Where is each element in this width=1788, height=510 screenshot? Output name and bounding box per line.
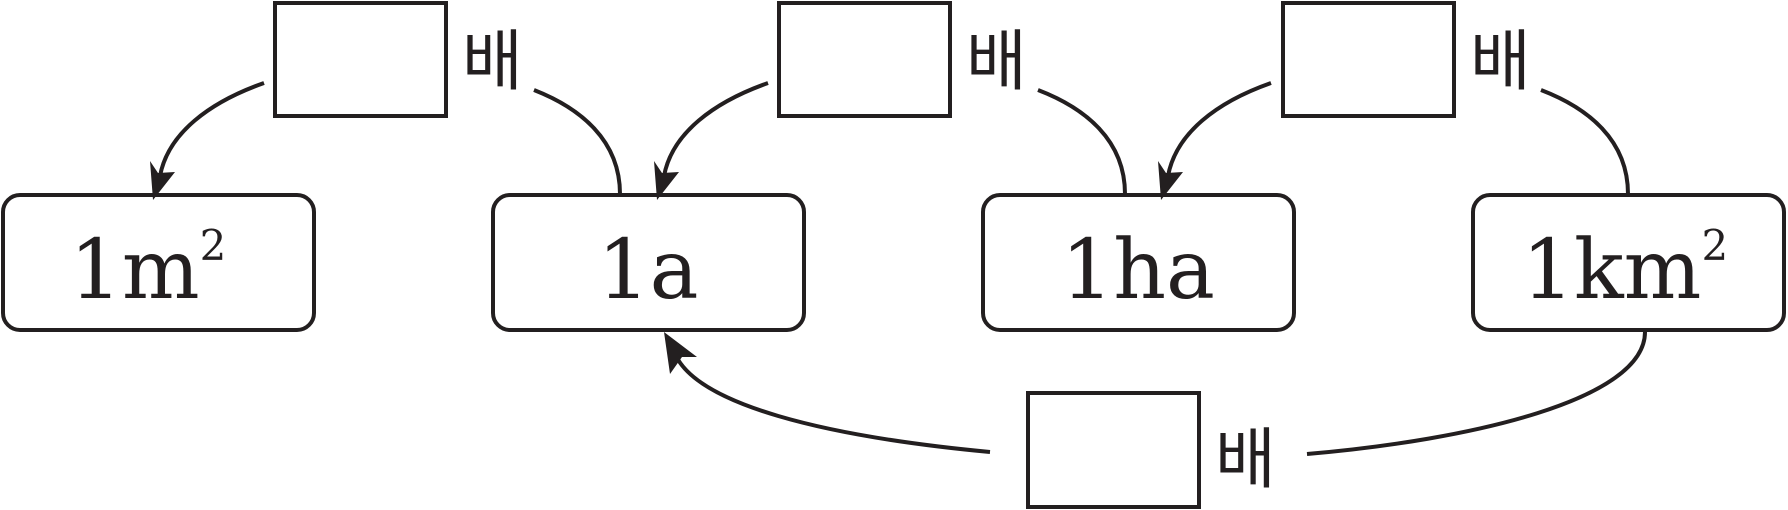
arc-a-to-m2-in: [158, 81, 265, 177]
unit-base-a: 1a: [597, 223, 698, 318]
unit-box-a: 1a: [491, 193, 806, 332]
unit-box-ha: 1ha: [981, 193, 1296, 332]
arc-km2-to-a-out: [1306, 331, 1647, 456]
unit-label-km2: 1km2: [1522, 221, 1728, 318]
unit-label-a: 1a: [597, 223, 698, 318]
blank-group-3: 배: [1281, 1, 1531, 118]
times-label-2: 배: [966, 23, 1027, 100]
arc-km2-to-a-in: [674, 355, 991, 454]
unit-base-ha: 1ha: [1061, 223, 1215, 318]
unit-box-m2: 1m2: [1, 193, 316, 332]
arc-a-to-m2-out: [533, 88, 622, 195]
answer-box-4[interactable]: [1026, 391, 1201, 509]
unit-sup-km2: 2: [1701, 221, 1728, 270]
times-label-3: 배: [1470, 23, 1531, 100]
arc-ha-to-a-in: [662, 81, 769, 177]
times-label-4: 배: [1215, 421, 1276, 498]
unit-base-km2: 1km: [1522, 223, 1702, 318]
arrowhead-a-bottom: [664, 332, 697, 374]
blank-group-4: 배: [1026, 391, 1276, 509]
arc-km2-to-ha-out: [1540, 88, 1630, 195]
unit-base-m2: 1m: [70, 223, 200, 318]
arc-km2-to-ha-in: [1166, 81, 1272, 177]
arc-ha-to-a-out: [1037, 88, 1127, 195]
arrowhead-ha: [1158, 161, 1183, 200]
unit-sup-m2: 2: [200, 221, 227, 270]
times-label-1: 배: [462, 23, 523, 100]
unit-label-ha: 1ha: [1061, 223, 1215, 318]
arrowhead-a-top: [654, 161, 679, 200]
answer-box-2[interactable]: [777, 1, 952, 118]
arrowhead-m2: [150, 161, 175, 200]
blank-group-1: 배: [273, 1, 523, 118]
unit-label-m2: 1m2: [70, 221, 227, 318]
blank-group-2: 배: [777, 1, 1027, 118]
answer-box-3[interactable]: [1281, 1, 1456, 118]
answer-box-1[interactable]: [273, 1, 448, 118]
unit-box-km2: 1km2: [1471, 193, 1786, 332]
